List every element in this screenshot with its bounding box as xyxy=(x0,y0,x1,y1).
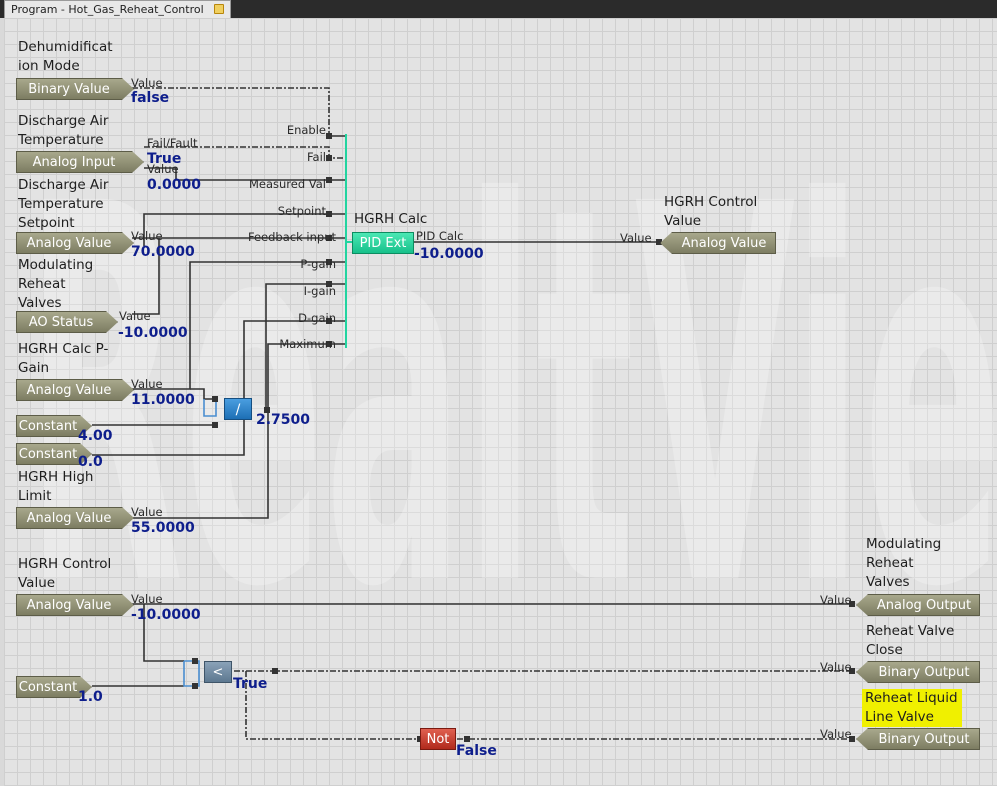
label-hgrh-control-top: HGRH Control Value xyxy=(664,194,758,229)
label-modulating-reheat-out: Modulating Reheat Valves xyxy=(866,536,942,590)
pin-enable: Enable xyxy=(286,123,326,137)
label-hgrh-high-limit: HGRH High Limit xyxy=(18,469,94,504)
analog-value-setpoint-block[interactable]: Analog Value xyxy=(16,232,134,254)
pin-measured-value: Measured Val xyxy=(248,177,326,191)
pin-value: Value xyxy=(620,231,652,245)
constant-block-1[interactable]: Constant xyxy=(16,676,92,698)
pin-value: Value xyxy=(147,162,179,176)
pin-value: Value xyxy=(119,309,151,323)
analog-input-block[interactable]: Analog Input xyxy=(16,151,144,173)
analog-value-pgain-block[interactable]: Analog Value xyxy=(16,379,134,401)
pin-value: Value xyxy=(131,229,163,243)
label-hgrh-control-bottom: HGRH Control Value xyxy=(18,556,112,591)
pin-value: Value xyxy=(820,660,852,674)
value-hgrh-bottom: -10.0000 xyxy=(131,607,201,623)
pin-igain: I-gain xyxy=(303,284,336,298)
label-dehumidification-mode: Dehumidificat ion Mode xyxy=(18,39,113,74)
analog-value-hgrh-bottom-block[interactable]: Analog Value xyxy=(16,594,134,616)
constant-block-4[interactable]: Constant xyxy=(16,415,92,437)
tab-program[interactable]: Program - Hot_Gas_Reheat_Control xyxy=(4,0,231,19)
binary-output-rliquid-block[interactable]: Binary Output xyxy=(856,728,980,750)
pin-dgain: D-gain xyxy=(298,311,336,325)
value-dat: 0.0000 xyxy=(147,177,202,193)
pid-ext-block[interactable]: PID Ext xyxy=(352,232,414,254)
wires xyxy=(92,87,855,742)
analog-value-hgrh-top-block[interactable]: Analog Value xyxy=(660,232,776,254)
pin-pid-calc: PID Calc xyxy=(416,229,464,243)
pin-feedback-input: Feedback input xyxy=(247,230,336,244)
analog-value-hilim-block[interactable]: Analog Value xyxy=(16,507,134,529)
pin-fail: Fail xyxy=(307,150,326,164)
pin-value: Value xyxy=(131,505,163,519)
value-dat-fault: True xyxy=(147,151,182,167)
tab-bar: Program - Hot_Gas_Reheat_Control xyxy=(0,0,997,19)
binary-output-rvclose-block[interactable]: Binary Output xyxy=(856,661,980,683)
binary-value-block[interactable]: Binary Value xyxy=(16,78,134,100)
pin-failfault: Fail/Fault xyxy=(147,136,198,150)
analog-output-block[interactable]: Analog Output xyxy=(856,594,980,616)
pin-value: Value xyxy=(131,76,163,90)
value-divide: 2.7500 xyxy=(256,412,311,428)
value-not: False xyxy=(456,743,497,759)
ao-status-block[interactable]: AO Status xyxy=(16,311,118,333)
value-const-1: 1.0 xyxy=(78,689,103,705)
label-reheat-valve-close: Reheat Valve Close xyxy=(866,623,955,658)
less-than-block[interactable]: < xyxy=(204,661,232,683)
label-discharge-air-temp: Discharge Air Temperature xyxy=(18,113,109,148)
label-discharge-air-setpoint: Discharge Air Temperature Setpoint xyxy=(18,177,109,231)
divide-block[interactable]: / xyxy=(224,398,252,420)
constant-block-0[interactable]: Constant xyxy=(16,443,92,465)
lock-icon xyxy=(213,4,224,14)
label-reheat-liquid-line: Reheat Liquid Line Valve xyxy=(862,689,962,727)
not-block[interactable]: Not xyxy=(420,728,456,750)
pin-value: Value xyxy=(820,727,852,741)
label-hgrh-calc: HGRH Calc xyxy=(354,211,428,227)
value-const-4: 4.00 xyxy=(78,428,113,444)
pin-maximum: Maximum xyxy=(279,337,336,351)
value-hilim: 55.0000 xyxy=(131,520,195,536)
pin-pgain: P-gain xyxy=(300,257,336,271)
value-pgain: 11.0000 xyxy=(131,392,195,408)
value-dehum: false xyxy=(131,90,170,106)
tab-title: Program - Hot_Gas_Reheat_Control xyxy=(11,3,204,16)
pin-value: Value xyxy=(820,593,852,607)
pin-value: Value xyxy=(131,592,163,606)
label-modulating-reheat-valves: Modulating Reheat Valves xyxy=(18,257,94,311)
value-pid: -10.0000 xyxy=(414,246,484,262)
value-const-0: 0.0 xyxy=(78,454,103,470)
label-hgrh-calc-pgain: HGRH Calc P- Gain xyxy=(18,341,109,376)
pin-setpoint: Setpoint xyxy=(277,204,326,218)
pin-value: Value xyxy=(131,377,163,391)
value-dasp: 70.0000 xyxy=(131,244,195,260)
program-canvas[interactable]: RealtViewW xyxy=(4,18,997,786)
value-less: True xyxy=(233,676,268,692)
value-ao-status: -10.0000 xyxy=(118,325,188,341)
